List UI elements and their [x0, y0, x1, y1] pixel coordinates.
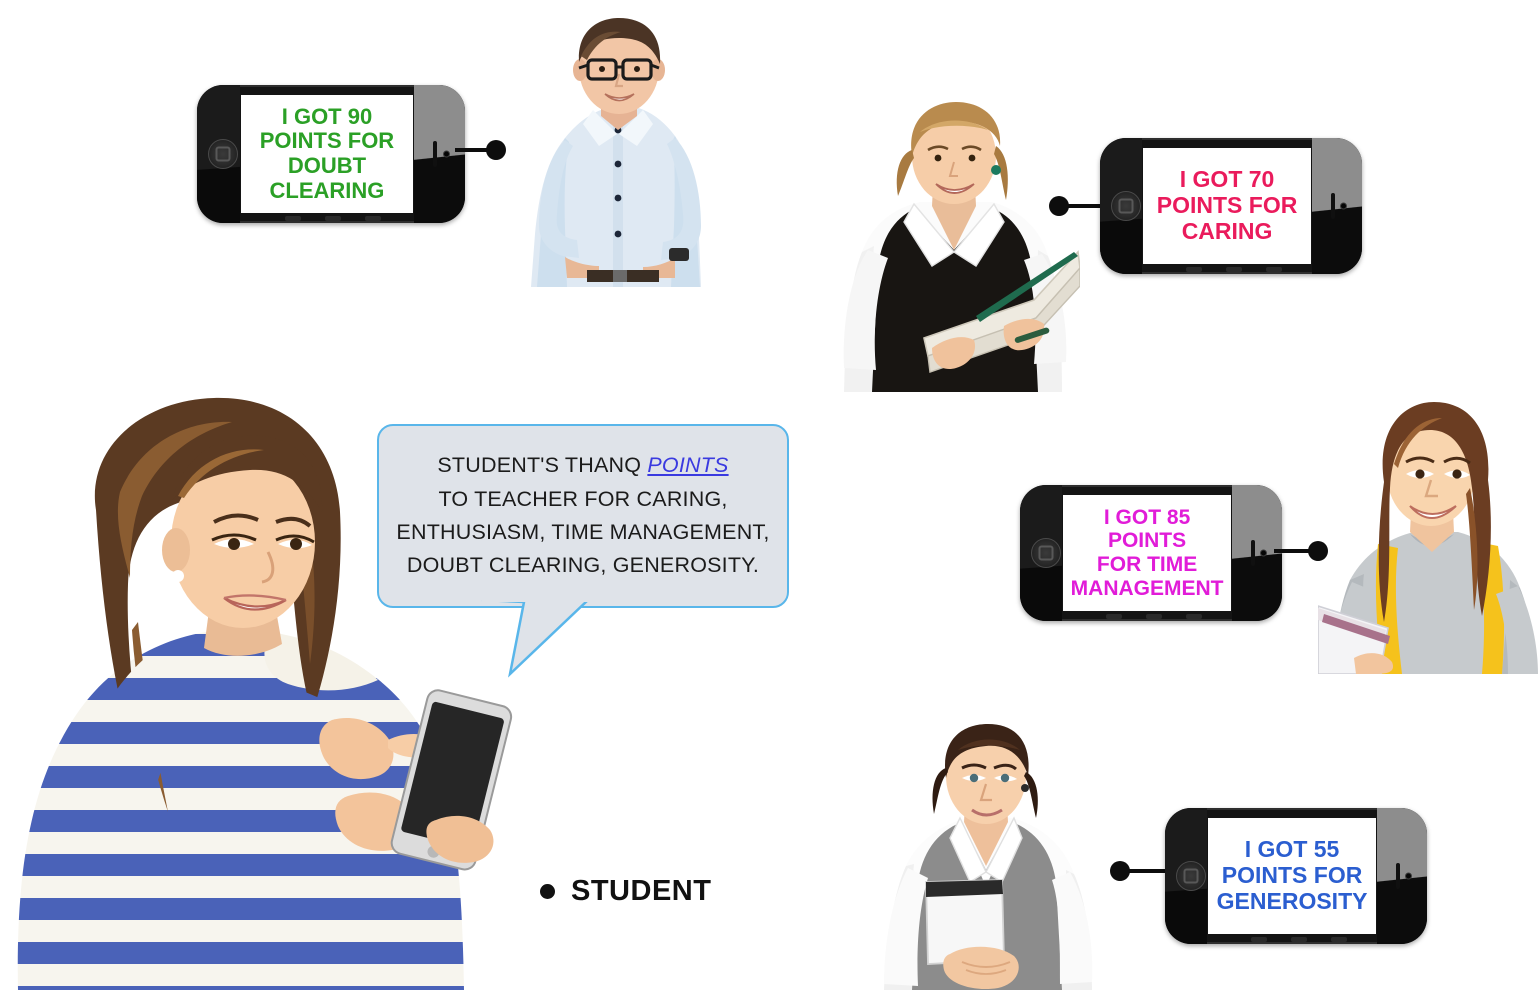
student-label: STUDENT [540, 875, 711, 908]
volume-button[interactable] [1251, 937, 1267, 942]
phone-screen: I GOT 90 POINTS FOR DOUBT CLEARING [241, 95, 413, 213]
home-button-icon[interactable] [1111, 191, 1141, 221]
phone-screen: I GOT 85 POINTS FOR TIME MANAGEMENT [1063, 495, 1231, 611]
screen-line: DOUBT [287, 153, 367, 178]
camera-icon [443, 150, 450, 158]
phone-time-management[interactable]: I GOT 85 POINTS FOR TIME MANAGEMENT [1020, 485, 1282, 621]
phone-bezel-glare [414, 85, 465, 223]
camera-icon [1405, 872, 1413, 880]
screen-line: I GOT 85 [1103, 505, 1191, 529]
speaker-icon [432, 141, 437, 167]
home-button-icon[interactable] [208, 139, 239, 169]
person-teacher-female-book [828, 100, 1080, 392]
phone-body: I GOT 55 POINTS FOR GENEROSITY [1165, 808, 1427, 944]
home-button-icon[interactable] [1176, 861, 1206, 891]
bubble-line-3: ENTHUSIASM, TIME MANAGEMENT, [396, 520, 770, 544]
student-label-text: STUDENT [571, 875, 712, 907]
points-link[interactable]: POINTS [647, 453, 729, 478]
home-button-icon[interactable] [1031, 538, 1061, 568]
phone-screen: I GOT 55 POINTS FOR GENEROSITY [1208, 818, 1376, 934]
screen-line: POINTS FOR [1221, 862, 1363, 889]
connector-dot-doubt-clearing [486, 140, 506, 160]
bullet-dot-icon [540, 884, 555, 899]
phone-generosity[interactable]: I GOT 55 POINTS FOR GENEROSITY [1165, 808, 1427, 944]
screen-line: CARING [1181, 217, 1273, 244]
person-teacher-male-glasses [495, 12, 745, 287]
connector-line-doubt-clearing [455, 148, 499, 152]
power-button[interactable] [365, 216, 381, 221]
phone-screen: I GOT 70 POINTS FOR CARING [1143, 148, 1311, 264]
screen-line: POINTS FOR [1156, 192, 1298, 219]
volume-button[interactable] [1186, 267, 1202, 272]
screen-line: POINTS FOR [259, 128, 395, 154]
volume-button[interactable] [1106, 614, 1122, 619]
bubble-line-4: DOUBT CLEARING, GENEROSITY. [406, 553, 760, 578]
phone-caring[interactable]: I GOT 70 POINTS FOR CARING [1100, 138, 1362, 274]
screen-line: POINTS [1107, 529, 1187, 553]
phone-body: I GOT 90 POINTS FOR DOUBT CLEARING [197, 85, 465, 223]
phone-body: I GOT 85 POINTS FOR TIME MANAGEMENT [1020, 485, 1282, 621]
phone-bezel-glare [1377, 808, 1427, 944]
power-button[interactable] [1186, 614, 1202, 619]
screen-line: MANAGEMENT [1070, 576, 1224, 600]
phone-bezel-glare [1232, 485, 1282, 621]
connector-line-generosity [1125, 869, 1173, 873]
speaker-icon [1250, 540, 1255, 566]
connector-dot-time-management [1308, 541, 1328, 561]
power-button[interactable] [1331, 937, 1347, 942]
screen-line: FOR TIME [1096, 553, 1198, 576]
speech-bubble: STUDENT'S THANQ POINTS TO TEACHER FOR CAR… [377, 424, 789, 608]
bubble-line-1: STUDENT'S THANQ POINTS [437, 453, 729, 478]
volume-button[interactable] [1226, 267, 1242, 272]
phone-bezel-glare [1312, 138, 1362, 274]
connector-line-time-management [1274, 549, 1320, 553]
camera-icon [1340, 202, 1348, 210]
speaker-icon [1395, 863, 1400, 889]
volume-button[interactable] [285, 216, 301, 221]
speaker-icon [1330, 193, 1335, 219]
connector-dot-generosity [1110, 861, 1130, 881]
screen-line: I GOT 55 [1244, 836, 1340, 863]
screen-line: I GOT 90 [281, 103, 373, 129]
speech-bubble-tail [481, 600, 590, 678]
screen-line: I GOT 70 [1179, 166, 1275, 193]
screen-line: CLEARING [269, 177, 385, 203]
phone-body: I GOT 70 POINTS FOR CARING [1100, 138, 1362, 274]
speech-bubble-text: STUDENT'S THANQ POINTS TO TEACHER FOR CAR… [382, 449, 783, 582]
camera-icon [1260, 549, 1268, 557]
connector-line-caring [1062, 204, 1108, 208]
person-student-female-phone [0, 392, 560, 990]
person-student-female-backpack [1318, 396, 1540, 674]
phone-doubt-clearing[interactable]: I GOT 90 POINTS FOR DOUBT CLEARING [197, 85, 465, 223]
person-teacher-female-vest [862, 722, 1110, 990]
power-button[interactable] [1266, 267, 1282, 272]
volume-button[interactable] [1291, 937, 1307, 942]
volume-button[interactable] [1146, 614, 1162, 619]
connector-dot-caring [1049, 196, 1069, 216]
screen-line: GENEROSITY [1216, 887, 1368, 914]
volume-button[interactable] [325, 216, 341, 221]
bubble-line-2: TO TEACHER FOR CARING, [438, 486, 728, 511]
